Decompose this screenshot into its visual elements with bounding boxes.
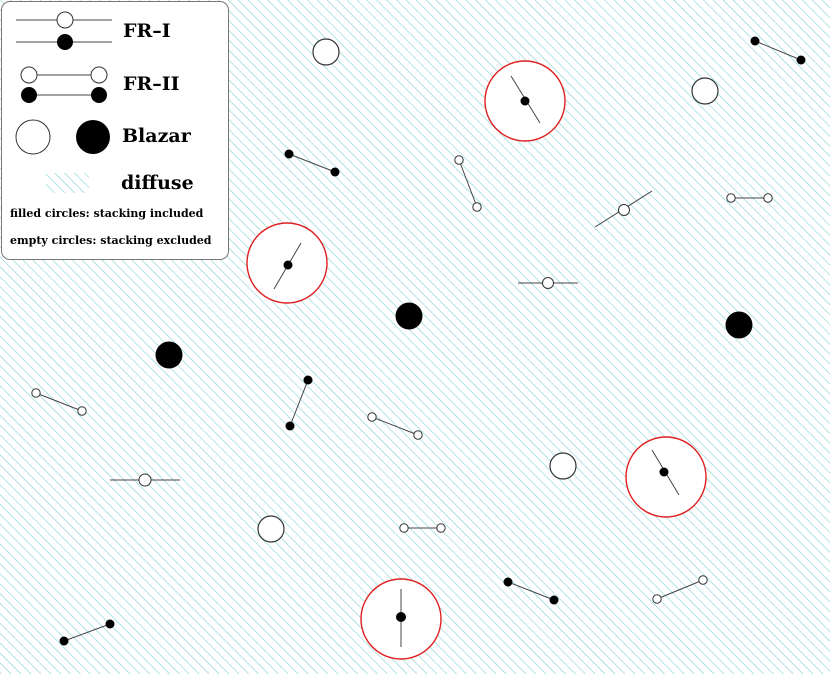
blazar-empty: [257, 515, 285, 543]
fr1-empty: [518, 277, 578, 289]
legend-box: FR–I FR–II Blazar diffuse filled circles…: [1, 1, 229, 260]
fr1-filled-highlighted: [246, 222, 328, 304]
legend-note-filled: filled circles: stacking included: [10, 207, 204, 220]
legend-symbols: [15, 11, 112, 193]
legend-label-blazar: Blazar: [122, 125, 191, 147]
blazar-filled: [155, 341, 183, 369]
blazar-filled: [395, 302, 423, 330]
fr2-filled: [750, 36, 806, 65]
fr1-empty: [110, 473, 180, 487]
fr2-empty: [726, 193, 773, 203]
fr2-filled: [503, 577, 559, 605]
fr1-empty: [594, 190, 653, 228]
fr2-empty: [367, 412, 423, 440]
legend-fr2-symbol: [20, 66, 108, 103]
fr1-filled-highlighted: [625, 436, 707, 518]
fr2-filled: [284, 149, 340, 177]
blazar-empty: [691, 77, 719, 105]
legend-fr1-symbol: [16, 11, 112, 50]
blazar-empty: [549, 452, 577, 480]
legend-note-empty: empty circles: stacking excluded: [10, 234, 212, 247]
fr2-empty: [454, 155, 482, 212]
legend-blazar-symbol: [15, 119, 110, 155]
fr1-filled-highlighted: [484, 60, 566, 142]
fr1-filled-highlighted: [360, 578, 442, 660]
legend-label-fr2: FR–II: [123, 73, 180, 95]
blazar-filled: [725, 311, 753, 339]
legend-diffuse-swatch: [46, 173, 89, 193]
fr2-empty: [399, 523, 446, 533]
blazar-empty: [312, 38, 340, 66]
fr2-filled: [59, 619, 115, 646]
legend-label-fr1: FR–I: [123, 20, 171, 42]
fr2-empty: [652, 575, 708, 604]
fr2-filled: [285, 375, 313, 431]
legend-label-diffuse: diffuse: [121, 172, 194, 194]
fr2-empty: [31, 388, 87, 416]
